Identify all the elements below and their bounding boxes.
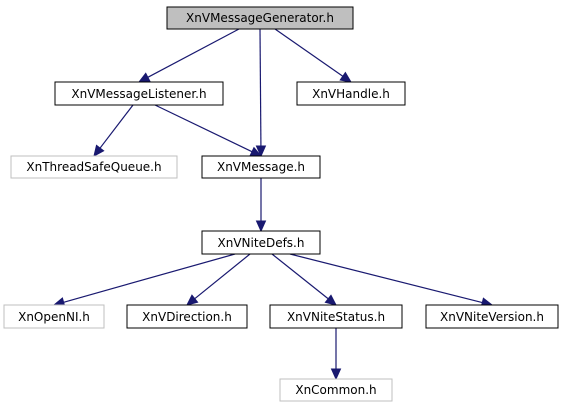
node-label: XnCommon.h xyxy=(295,383,376,397)
edge-msg_generator-to-msg_listener xyxy=(147,28,240,78)
node-label: XnVNiteDefs.h xyxy=(218,236,305,250)
node-xnvnitedefs[interactable]: XnVNiteDefs.h xyxy=(201,230,321,255)
edge-msg_listener-to-message xyxy=(154,104,253,153)
edge-nite_defs-to-direction xyxy=(194,253,251,300)
node-label: XnVMessageListener.h xyxy=(71,87,206,101)
edge-nite_defs-to-nite_version xyxy=(289,253,483,304)
node-xnopenni[interactable]: XnOpenNI.h xyxy=(3,304,105,329)
edge-arrowhead xyxy=(186,294,199,306)
node-xncommon[interactable]: XnCommon.h xyxy=(279,378,393,402)
edge-arrowhead xyxy=(324,294,337,306)
edge-arrowhead xyxy=(255,145,267,158)
edge-msg_generator-to-handle xyxy=(274,28,344,77)
node-label: XnOpenNI.h xyxy=(18,310,90,324)
node-label: XnVMessageGenerator.h xyxy=(186,11,334,25)
edge-arrowhead xyxy=(255,220,267,233)
node-label: XnVDirection.h xyxy=(142,310,232,324)
node-xnvniteversion[interactable]: XnVNiteVersion.h xyxy=(425,304,559,329)
edge-arrowhead xyxy=(339,71,352,83)
node-xnvmessagegenerator[interactable]: XnVMessageGenerator.h xyxy=(166,6,354,30)
edge-arrowhead xyxy=(137,72,151,83)
node-label: XnVMessage.h xyxy=(217,160,305,174)
node-xnvhandle[interactable]: XnVHandle.h xyxy=(296,81,406,106)
node-xnvnitestatus[interactable]: XnVNiteStatus.h xyxy=(269,304,403,329)
node-label: XnThreadSafeQueue.h xyxy=(26,160,161,174)
edge-msg_generator-to-message xyxy=(259,28,262,147)
edge-nite_defs-to-nite_status xyxy=(271,253,329,300)
node-xnvdirection[interactable]: XnVDirection.h xyxy=(126,304,248,329)
node-label: XnVNiteStatus.h xyxy=(287,310,385,324)
edge-arrowhead xyxy=(93,144,105,157)
edge-msg_listener-to-thread_queue xyxy=(99,104,134,149)
node-label: XnVHandle.h xyxy=(312,87,390,101)
node-label: XnVNiteVersion.h xyxy=(440,310,544,324)
edges-layer xyxy=(52,28,494,381)
edge-nite_defs-to-openni xyxy=(63,253,236,303)
edge-arrowhead xyxy=(330,368,342,381)
node-xnvmessage[interactable]: XnVMessage.h xyxy=(201,155,321,179)
node-xnvmessagelistener[interactable]: XnVMessageListener.h xyxy=(54,81,224,106)
node-xnthreadsafequeue[interactable]: XnThreadSafeQueue.h xyxy=(10,155,178,179)
